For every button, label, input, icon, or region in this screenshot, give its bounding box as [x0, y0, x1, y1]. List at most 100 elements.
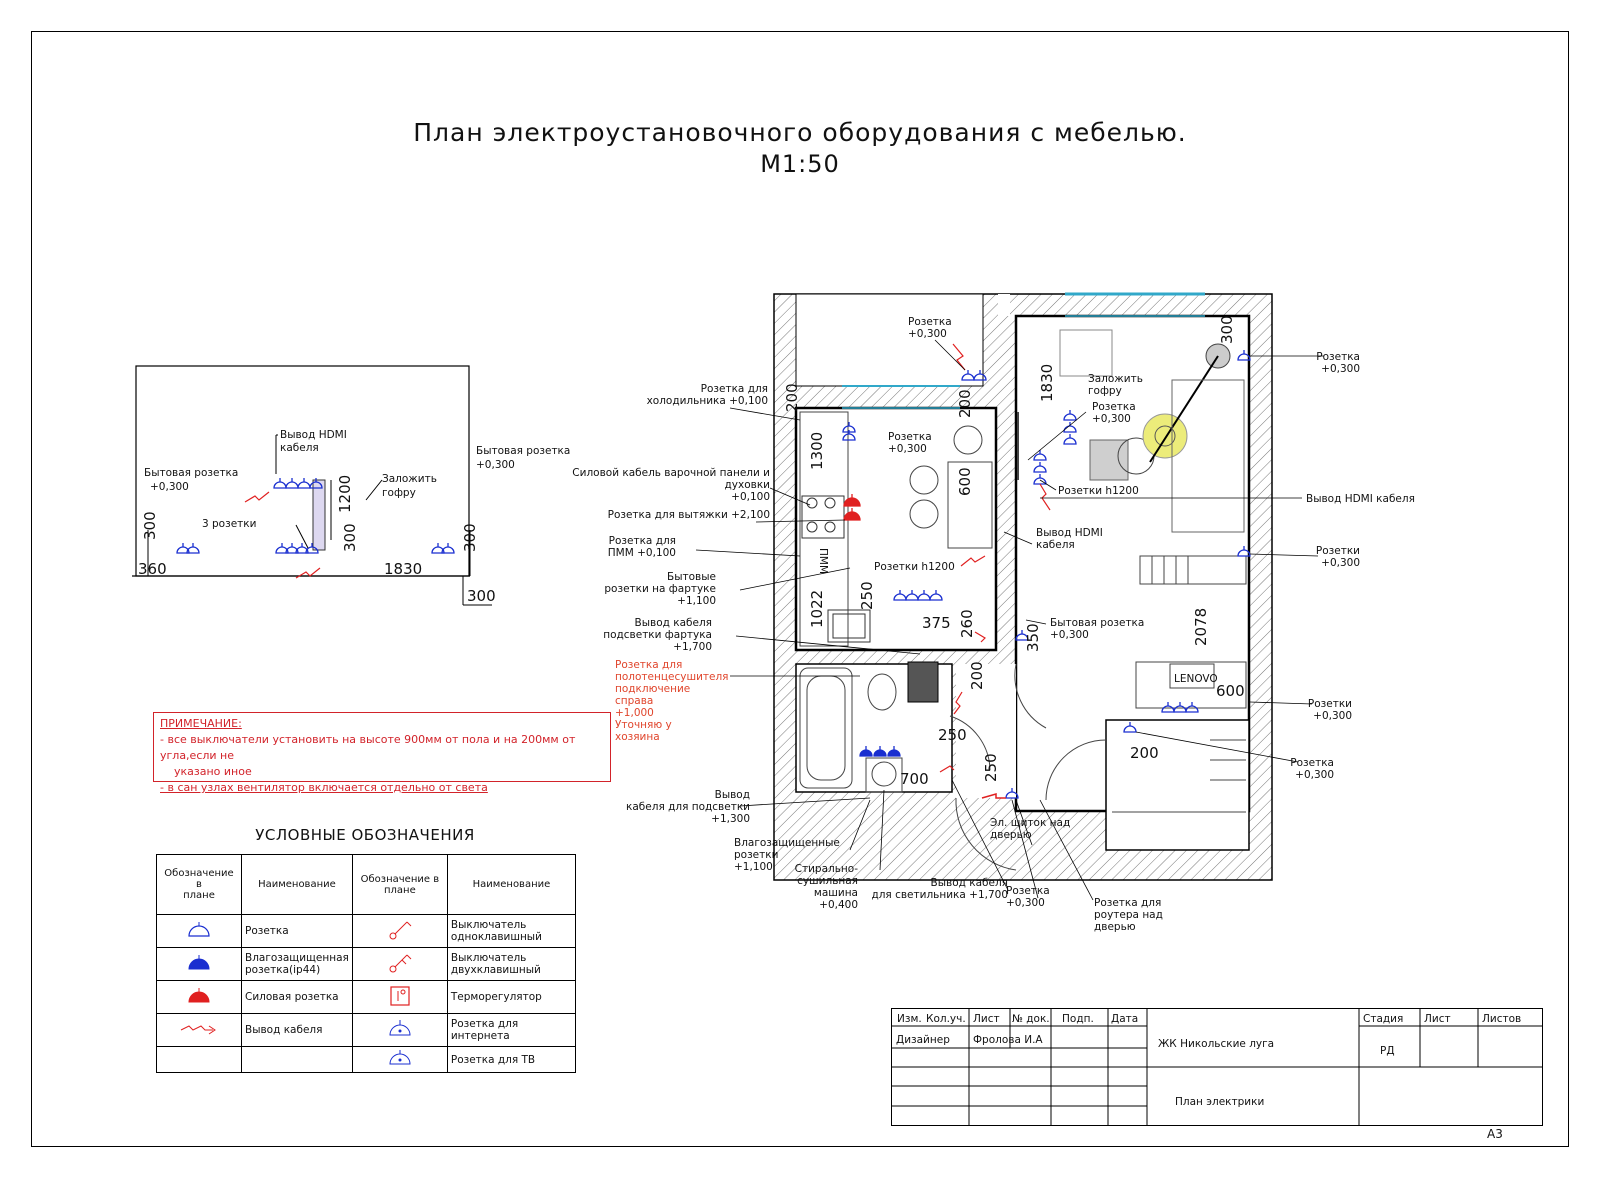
elev-dim-300c: 300	[461, 523, 479, 552]
thermostat-icon	[351, 980, 448, 1014]
legend-table: Обозначение в плане Наименование Обознач…	[156, 854, 577, 1073]
stamp-designer: Дизайнер	[896, 1034, 950, 1046]
socket-icon	[156, 914, 242, 948]
legend-row3-right: Терморегулятор	[446, 980, 577, 1014]
note-box: ПРИМЕЧАНИЕ: - все выключатели установить…	[153, 712, 611, 794]
internet-socket-icon	[351, 1013, 448, 1047]
note-line-1: - все выключатели установить на высоте 9…	[160, 733, 576, 762]
legend-row4-left: Вывод кабеля	[241, 1013, 353, 1047]
dim-200a: 200	[783, 383, 801, 412]
switch-single-icon	[351, 914, 448, 948]
dim-200c: 200	[968, 661, 986, 690]
dim-600a: 600	[956, 467, 974, 496]
elev-three-sockets-label: 3 розетки	[202, 518, 256, 530]
dim-2078: 2078	[1192, 608, 1210, 646]
stamp-sheets: Листов	[1482, 1013, 1521, 1025]
dim-200d: 200	[1130, 744, 1159, 762]
elev-right-socket-label: Бытовая розетка+0,300	[476, 445, 570, 471]
elev-dim-300b: 300	[341, 523, 359, 552]
stamp-kol: Кол.уч.	[926, 1013, 966, 1025]
label-right-sockets-3: Розетки+0,300	[1308, 698, 1352, 722]
label-household-socket: Бытовая розетка+0,300	[1050, 617, 1144, 641]
wet-socket-icon	[156, 947, 242, 981]
dim-250b: 250	[938, 726, 967, 744]
sheet-format: А3	[1487, 1127, 1503, 1141]
note-line-2: указано иное	[174, 765, 252, 778]
stamp-grid	[891, 1008, 1543, 1126]
legend-row4-right: Розетка для интернета	[446, 1013, 577, 1047]
legend-title: УСЛОВНЫЕ ОБОЗНАЧЕНИЯ	[255, 826, 475, 844]
stamp-data: Дата	[1111, 1013, 1138, 1025]
legend-row2-right: Выключатель двухклавишный	[446, 947, 577, 981]
stamp-podp: Подп.	[1062, 1013, 1094, 1025]
dim-1300: 1300	[808, 432, 826, 470]
label-sockets-h1200-a: Розетки h1200	[1058, 485, 1139, 497]
stamp-stage: Стадия	[1363, 1013, 1403, 1025]
dim-250a: 250	[858, 581, 876, 610]
label-hdmi-right: Вывод HDMI кабеля	[1306, 493, 1415, 505]
dim-350: 350	[1024, 623, 1042, 652]
drawing-scale: М1:50	[760, 150, 840, 178]
legend-row5-empty	[156, 1046, 242, 1073]
plan-dimensions: 200 200 1300 600 1830 300 1022 250 375 2…	[783, 315, 1245, 788]
legend-row3-left: Силовая розетка	[241, 980, 353, 1014]
elev-dim-300d: 300	[467, 587, 496, 605]
legend-row1-right: Выключатель одноклавишный	[446, 914, 577, 948]
legend-row5-left	[241, 1046, 353, 1073]
elev-dim-300a: 300	[141, 511, 159, 540]
stamp-project: ЖК Никольские луга	[1158, 1038, 1274, 1050]
elev-left-socket-label: Бытовая розетка+0,300	[144, 467, 238, 493]
dim-600b: 600	[1216, 682, 1245, 700]
stamp-list: Лист	[973, 1013, 1000, 1025]
tv-socket-icon	[351, 1046, 448, 1073]
dim-375: 375	[922, 614, 951, 632]
wall-elevation	[132, 365, 492, 606]
label-right-socket-1: Розетка+0,300	[1316, 351, 1360, 375]
legend-col4: Наименование	[446, 854, 577, 915]
legend-row2-left: Влагозащищенная розетка(ip44)	[241, 947, 353, 981]
label-right-socket-4: Розетка+0,300	[1290, 757, 1334, 781]
dim-700: 700	[900, 770, 929, 788]
dim-1022: 1022	[808, 590, 826, 628]
cable-output-icon	[156, 1013, 242, 1047]
note-heading: ПРИМЕЧАНИЕ:	[160, 717, 242, 730]
dim-1830: 1830	[1038, 364, 1056, 402]
stamp-sheet: Лист	[1424, 1013, 1451, 1025]
stamp-izm: Изм.	[897, 1013, 922, 1025]
label-room-socket: Розетка+0,300	[1092, 401, 1136, 425]
label-kitchen-socket: Розетка+0,300	[888, 431, 932, 455]
label-sockets-h1200-b: Розетки h1200	[874, 561, 955, 573]
dim-250c: 250	[982, 753, 1000, 782]
label-right-sockets-2: Розетки+0,300	[1316, 545, 1360, 569]
stamp-ndok: № док.	[1012, 1013, 1050, 1025]
stamp-stage-value: РД	[1380, 1045, 1395, 1057]
legend-col2: Наименование	[241, 854, 353, 915]
stamp-sheet-title: План электрики	[1175, 1096, 1264, 1108]
note-line-3: - в сан узлах вентилятор включается отде…	[160, 781, 488, 794]
title-block	[891, 1008, 1543, 1126]
switch-double-icon	[351, 947, 448, 981]
floor-plan	[695, 292, 1324, 901]
legend-row5-right: Розетка для ТВ	[446, 1046, 577, 1073]
label-lenovo: LENOVO	[1174, 673, 1218, 685]
legend-col3: Обозначение в плане	[351, 854, 448, 915]
label-pmm: ПММ	[817, 548, 829, 574]
dim-200b: 200	[956, 389, 974, 418]
